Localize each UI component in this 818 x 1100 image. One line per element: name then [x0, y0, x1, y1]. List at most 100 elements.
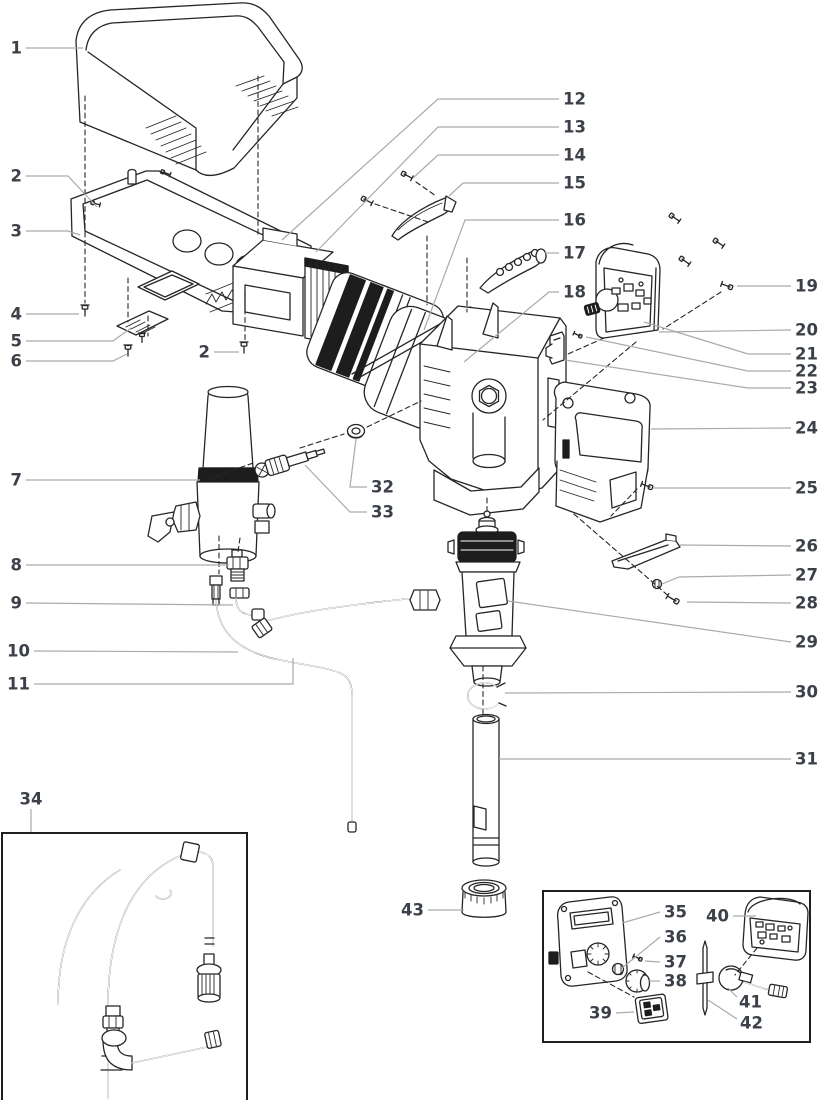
callout-41: 41 [739, 993, 762, 1012]
callout-9: 9 [11, 594, 22, 613]
callout-43: 43 [401, 901, 424, 920]
leader-line-3 [26, 231, 80, 235]
leader-line-11 [34, 658, 293, 684]
leader-line-9 [26, 603, 233, 605]
suction-tube-part [473, 715, 499, 867]
callout-28: 28 [795, 594, 818, 613]
callout-18: 18 [563, 283, 586, 302]
leader-line-28 [687, 602, 791, 603]
callout-1: 1 [11, 39, 22, 58]
callout-7: 7 [11, 471, 22, 490]
callout-12: 12 [563, 90, 586, 109]
callout-23: 23 [795, 379, 818, 398]
leader-line-32 [350, 439, 367, 487]
callout-42: 42 [740, 1014, 763, 1033]
callout-35: 35 [664, 903, 687, 922]
leader-line-21 [644, 322, 791, 354]
callout-15: 15 [563, 174, 586, 193]
leader-line-24 [651, 428, 791, 429]
drain-tube-part [216, 600, 356, 832]
callout-29: 29 [795, 633, 818, 652]
callout-37: 37 [664, 953, 687, 972]
control-board-part [584, 244, 660, 338]
motor-shroud-part [554, 382, 650, 522]
callout-30: 30 [795, 683, 818, 702]
callout-6: 6 [11, 352, 22, 371]
callout-14: 14 [563, 146, 586, 165]
fitting-part [227, 550, 248, 581]
filter-assembly-part [148, 387, 275, 606]
leader-line-15 [449, 183, 559, 196]
leader-line-10 [34, 651, 238, 652]
callout-31: 31 [795, 750, 818, 769]
leader-line-30 [505, 692, 791, 693]
leader-line-41 [728, 988, 737, 997]
retaining-clip-part [468, 683, 506, 709]
suction-set-inset-box [2, 833, 247, 1100]
power-switch-part [635, 994, 668, 1024]
callout-33: 33 [371, 503, 394, 522]
handle-mount-fins [437, 303, 498, 350]
leader-line-39 [616, 1012, 634, 1013]
leader-line-35 [622, 912, 660, 923]
control-assembly-inset-box [543, 891, 810, 1042]
callout-2: 2 [199, 343, 210, 362]
leader-line-14 [413, 155, 559, 178]
leader-line-37 [645, 961, 660, 962]
leader-line-23 [565, 360, 791, 388]
leader-line-26 [680, 545, 791, 546]
callout-4: 4 [11, 305, 22, 324]
leader-line-27 [662, 575, 791, 584]
callout-26: 26 [795, 537, 818, 556]
leader-line-2 [26, 176, 97, 207]
leader-line-20 [659, 330, 791, 332]
callout-38: 38 [664, 972, 687, 991]
inlet-strainer-part [462, 880, 506, 917]
leader-line-5 [26, 328, 131, 341]
callout-16: 16 [563, 211, 586, 230]
knob-part [626, 970, 650, 992]
gauge-rod-part [697, 941, 713, 1015]
faceplate-part [549, 897, 627, 986]
callout-36: 36 [664, 928, 687, 947]
grip-part [480, 249, 546, 293]
suction-set-part [58, 842, 221, 1098]
potentiometer-part [719, 966, 788, 998]
panel-back-part [743, 897, 808, 960]
callout-22: 22 [795, 362, 818, 381]
callout-25: 25 [795, 479, 818, 498]
callout-24: 24 [795, 419, 818, 438]
callout-19: 19 [795, 277, 818, 296]
callout-32: 32 [371, 478, 394, 497]
grommet-part [348, 425, 365, 439]
leader-line-33 [305, 465, 367, 512]
leader-line-12 [282, 99, 559, 240]
callout-11: 11 [7, 675, 30, 694]
callout-8: 8 [11, 556, 22, 575]
leader-line-18 [464, 292, 559, 362]
callout-10: 10 [7, 642, 30, 661]
transducer-part [253, 443, 327, 479]
nut-part [653, 580, 662, 589]
leader-line-36 [622, 937, 660, 968]
callout-13: 13 [563, 118, 586, 137]
callout-39: 39 [589, 1004, 612, 1023]
pressure-hose-part [251, 590, 440, 638]
leader-line-29 [508, 601, 791, 642]
assembly-dashed-lines [85, 76, 721, 599]
leader-line-16 [424, 220, 559, 330]
leader-line-42 [708, 1000, 737, 1019]
pump-part [448, 511, 526, 686]
clip-bracket-part [546, 332, 564, 364]
callout-20: 20 [795, 321, 818, 340]
cover-part [76, 3, 302, 176]
callout-40: 40 [706, 907, 729, 926]
callout-21: 21 [795, 345, 818, 364]
leader-line-13 [316, 127, 559, 252]
callout-3: 3 [11, 222, 22, 241]
inset-dashed-lines [588, 948, 757, 997]
callout-34: 34 [20, 790, 43, 809]
